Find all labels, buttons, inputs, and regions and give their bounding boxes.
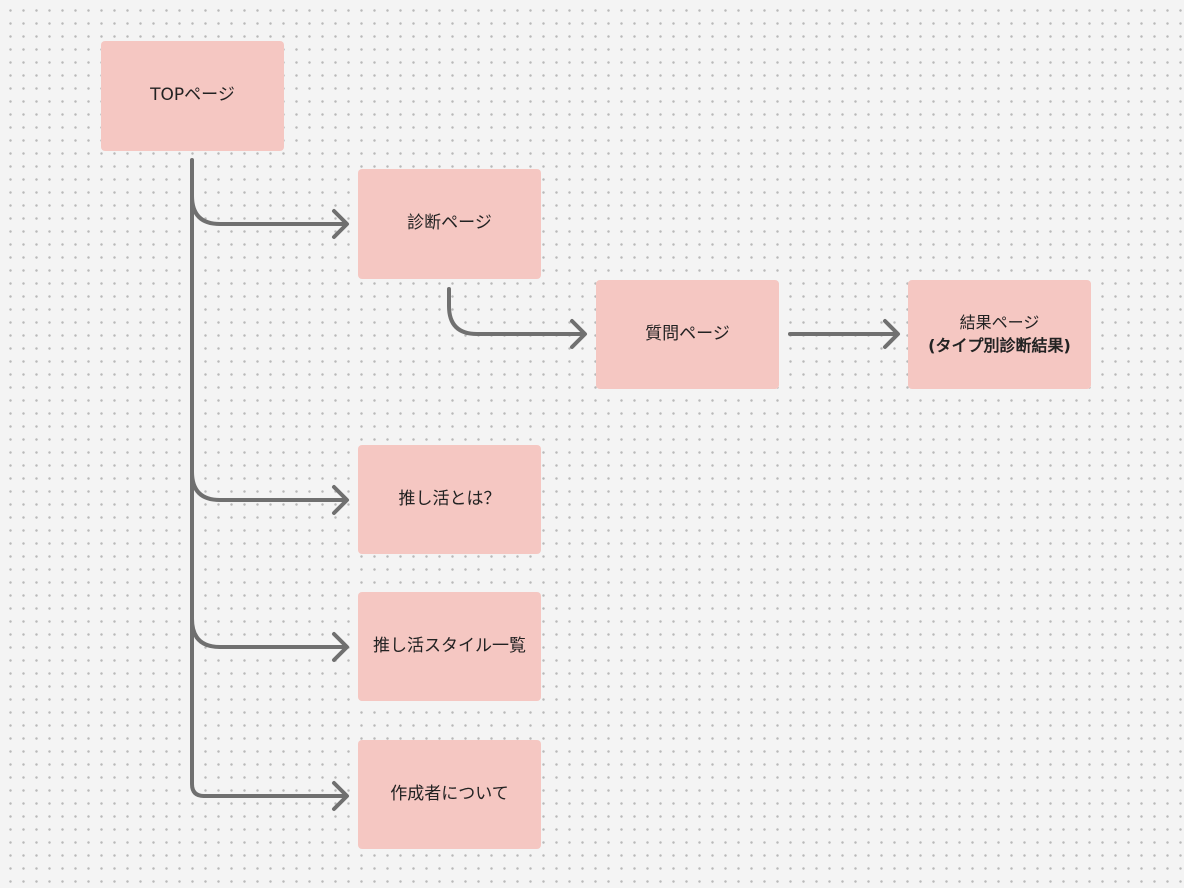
node-author-label: 作成者について (390, 783, 509, 804)
connector-diagnosis-to-question (447, 287, 587, 349)
node-author[interactable]: 作成者について (358, 740, 541, 849)
node-result-page[interactable]: 結果ページ (タイプ別診断結果) (908, 280, 1091, 389)
node-top-page[interactable]: TOPページ (101, 41, 284, 151)
node-top-page-label: TOPページ (150, 85, 235, 106)
node-diagnosis-page[interactable]: 診断ページ (358, 169, 541, 279)
connector-top-to-author (202, 781, 349, 811)
connector-question-to-result (788, 319, 900, 349)
node-result-page-label: 結果ページ (959, 313, 1040, 333)
node-style-list[interactable]: 推し活スタイル一覧 (358, 592, 541, 701)
connector-top-trunk (190, 158, 206, 798)
connector-top-to-style-list (190, 617, 349, 662)
node-result-page-sublabel: (タイプ別診断結果) (928, 335, 1071, 355)
node-style-list-label: 推し活スタイル一覧 (373, 635, 526, 656)
node-question-page[interactable]: 質問ページ (596, 280, 779, 389)
node-about-oshikatsu-label: 推し活とは？ (398, 488, 501, 509)
node-diagnosis-page-label: 診断ページ (407, 213, 492, 234)
node-about-oshikatsu[interactable]: 推し活とは？ (358, 445, 541, 554)
connector-top-to-diagnosis (190, 194, 349, 239)
node-question-page-label: 質問ページ (645, 323, 730, 344)
node-result-page-labels: 結果ページ (タイプ別診断結果) (928, 312, 1071, 357)
connector-top-to-about (190, 470, 349, 515)
